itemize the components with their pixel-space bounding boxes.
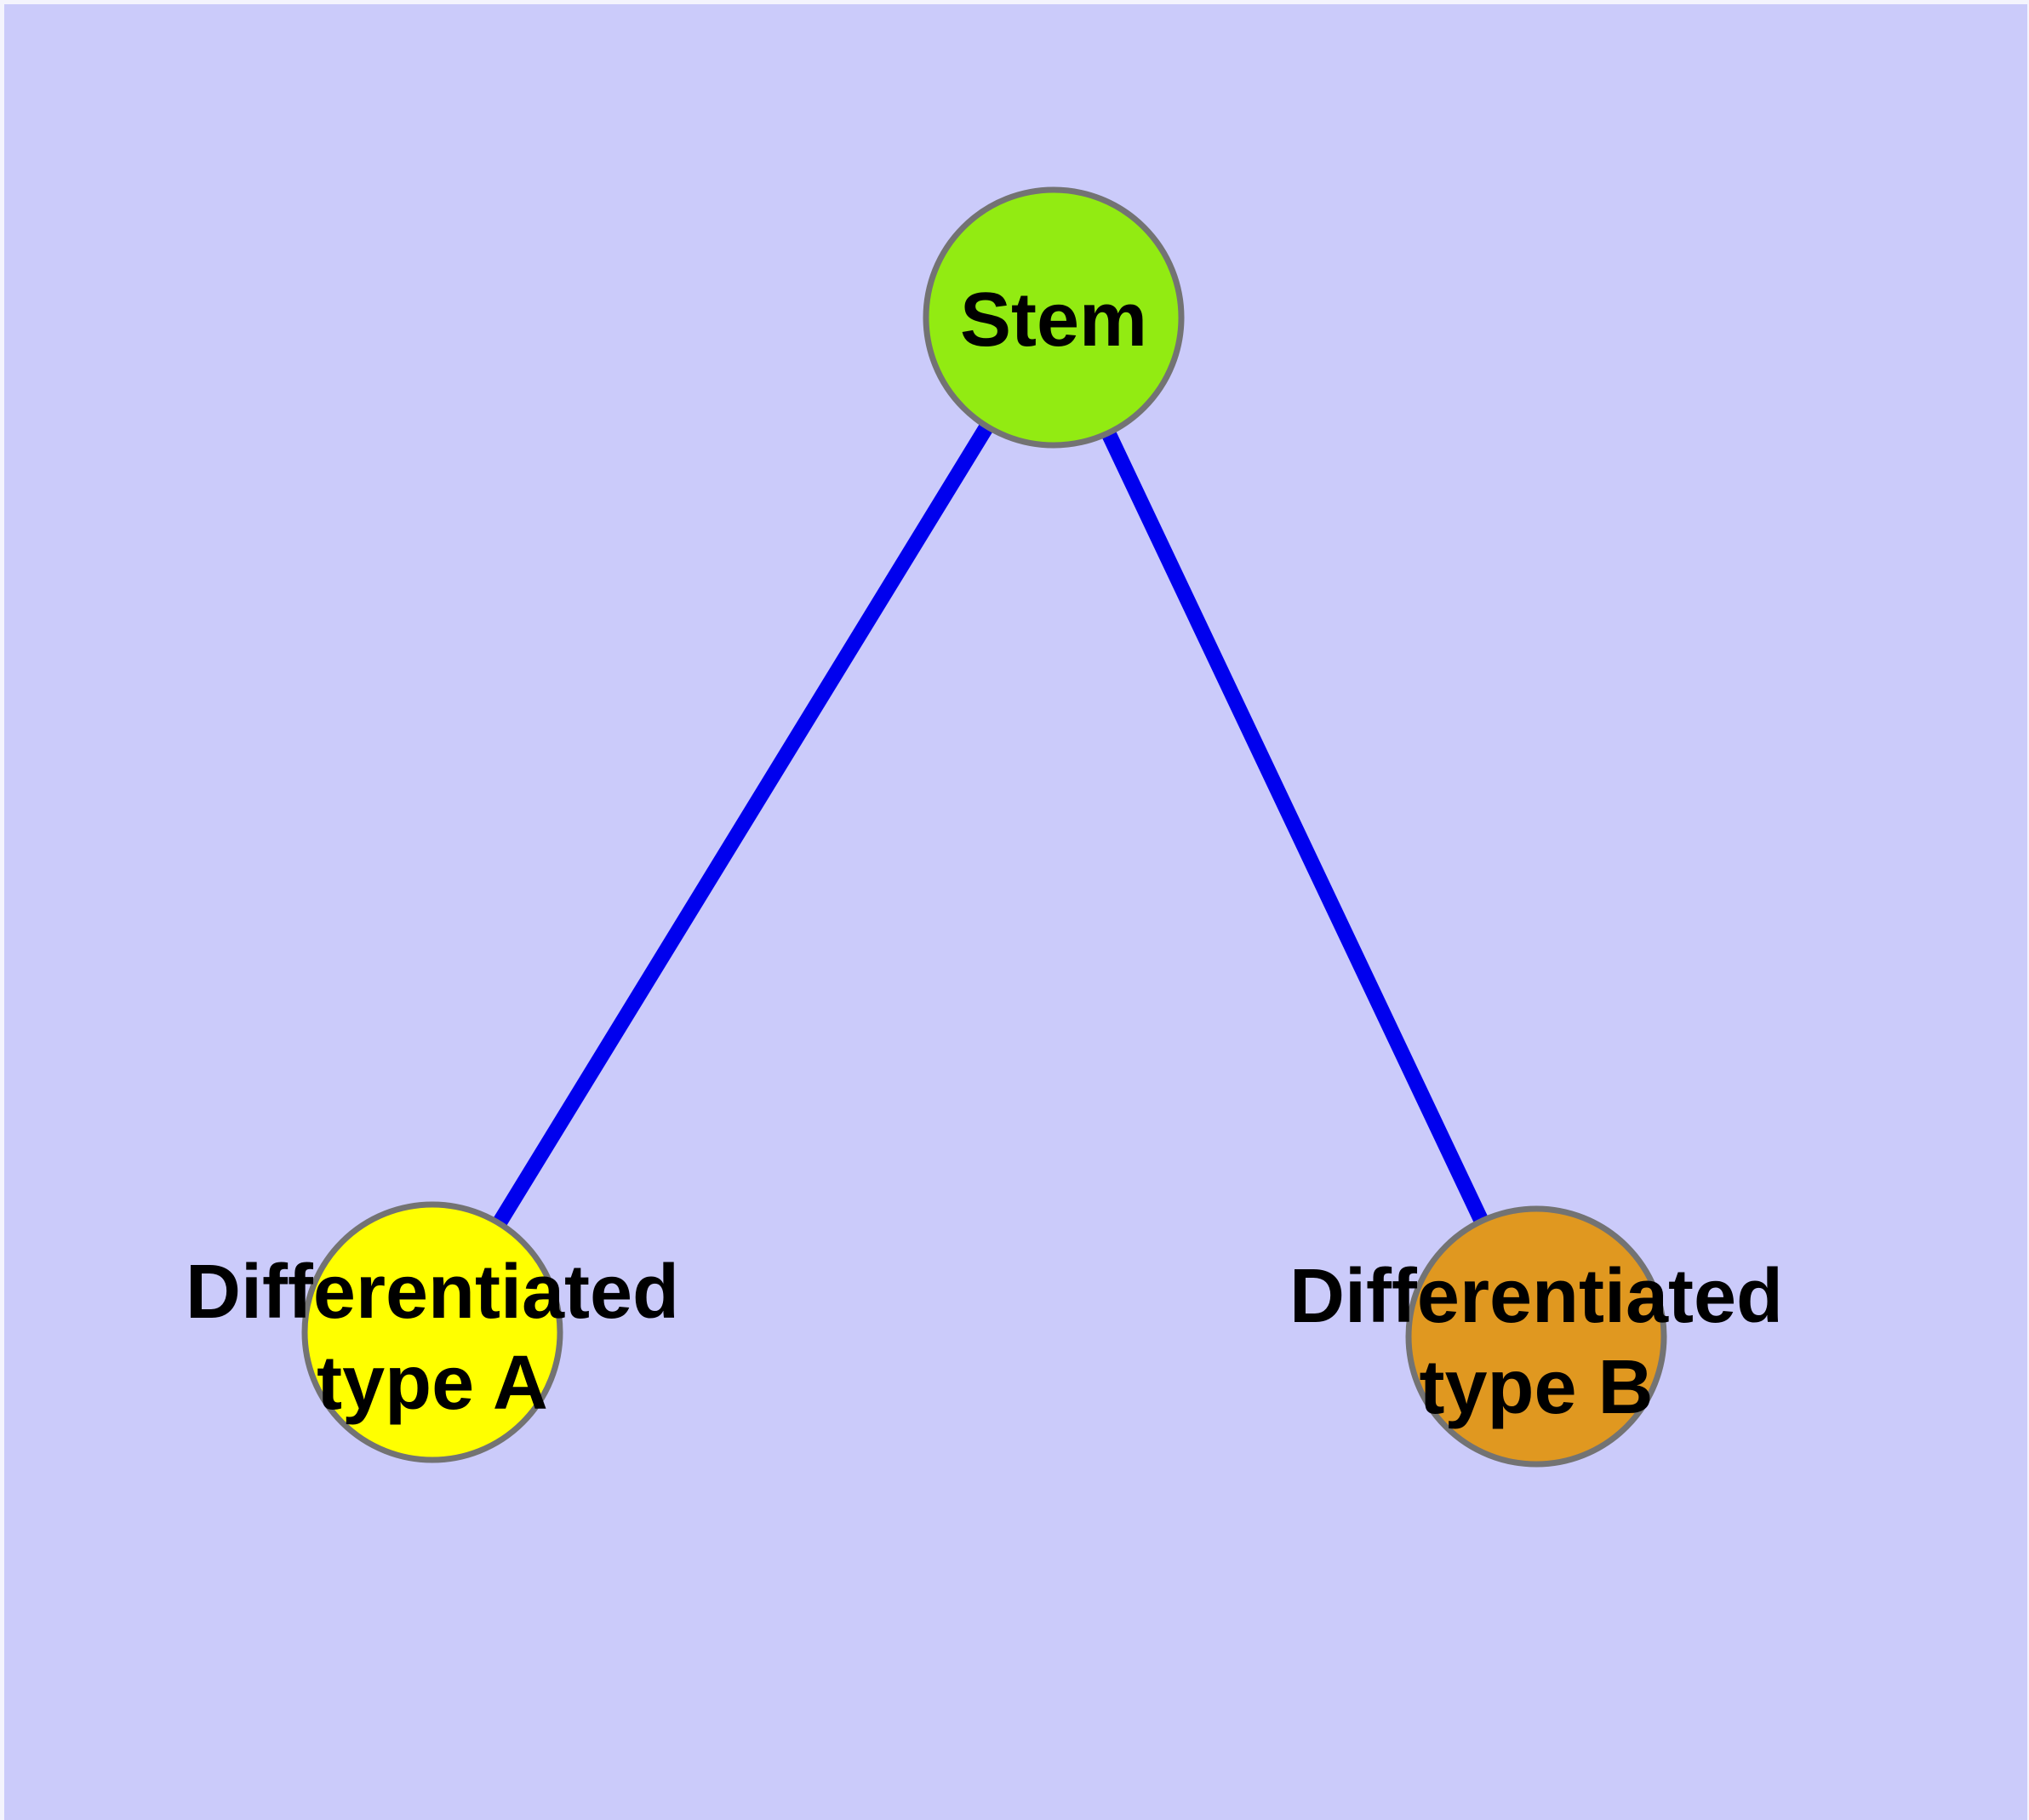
node-type-b	[1405, 1205, 1667, 1468]
node-label-type-a-line1: Differentiated	[186, 1250, 679, 1335]
node-label-type-a-line2: type A	[317, 1341, 548, 1426]
node-label-type-b-line1: Differentiated	[1289, 1254, 1783, 1339]
node-label-type-b-line2: type B	[1419, 1345, 1653, 1430]
node-stem	[923, 186, 1185, 449]
node-label-stem: Stem	[960, 278, 1147, 363]
edge-stem-to-type-a	[426, 313, 1060, 1336]
node-type-a	[301, 1201, 563, 1463]
edge-stem-to-type-b	[1046, 314, 1544, 1340]
